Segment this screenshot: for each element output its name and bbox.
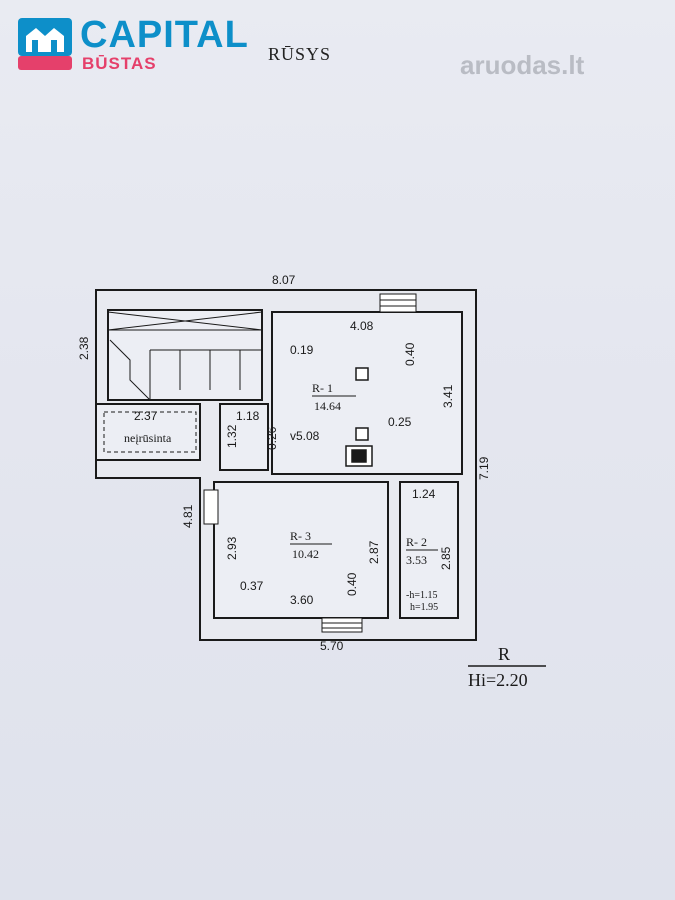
unfinished-label: neįrūsinta bbox=[124, 431, 172, 445]
room-unfinished bbox=[95, 403, 201, 461]
dim-r1-offset: 0.25 bbox=[388, 415, 412, 429]
dim-r1-height: 3.41 bbox=[441, 384, 455, 408]
vent-1 bbox=[355, 367, 369, 381]
dim-r3-height: 2.93 bbox=[225, 536, 239, 560]
legend-height: Hi=2.20 bbox=[468, 670, 528, 690]
dim-left-height: 2.38 bbox=[77, 336, 91, 360]
dim-top-width: 8.07 bbox=[272, 273, 296, 287]
window-bottom bbox=[321, 617, 363, 633]
dim-r2-width: 1.24 bbox=[412, 487, 436, 501]
house-logo-icon bbox=[18, 18, 72, 70]
dim-small-height: 1.32 bbox=[225, 424, 239, 448]
dim-r3-width: 3.60 bbox=[290, 593, 314, 607]
r2-h1: -h=1.15 bbox=[406, 590, 437, 601]
window-left bbox=[203, 489, 219, 525]
capital-logo: CAPITAL BŪSTAS bbox=[18, 14, 258, 76]
dim-small-width: 1.18 bbox=[236, 409, 260, 423]
r2-h2: h=1.95 bbox=[410, 602, 438, 613]
r2-name: R- 2 bbox=[406, 535, 427, 549]
dim-r1-width: 4.08 bbox=[350, 319, 374, 333]
stairs bbox=[107, 311, 263, 401]
r3-name: R- 3 bbox=[290, 529, 311, 543]
dim-bottom-width: 5.70 bbox=[320, 639, 344, 653]
dim-small-depth: 0.26 bbox=[265, 426, 279, 450]
r1-area: 14.64 bbox=[314, 399, 341, 413]
r2-area: 3.53 bbox=[406, 553, 427, 567]
unfinished-outline bbox=[103, 411, 197, 453]
logo-subtitle: BŪSTAS bbox=[82, 54, 157, 73]
room-small bbox=[219, 403, 269, 471]
logo-name: CAPITAL bbox=[80, 14, 249, 56]
dim-r2-height: 2.85 bbox=[439, 546, 453, 570]
dim-right-height: 7.19 bbox=[477, 456, 491, 480]
dim-r3-gap: 0.37 bbox=[240, 579, 264, 593]
legend-label: R bbox=[498, 644, 510, 664]
dim-stair-gap: 0.19 bbox=[290, 343, 314, 357]
r1-vent: v5.08 bbox=[290, 429, 320, 443]
vent-2 bbox=[355, 427, 369, 441]
dim-r3-door-gap: 0.40 bbox=[345, 572, 359, 596]
r3-area: 10.42 bbox=[292, 547, 319, 561]
plan-title: RŪSYS bbox=[268, 44, 332, 64]
r1-name: R- 1 bbox=[312, 381, 333, 395]
room-r3 bbox=[213, 481, 389, 619]
dim-r3-left-height: 4.81 bbox=[181, 504, 195, 528]
window-top bbox=[379, 293, 417, 313]
watermark: aruodas.lt bbox=[460, 50, 585, 80]
room-stair bbox=[107, 309, 263, 401]
dim-r1-gap: 0.40 bbox=[403, 342, 417, 366]
dim-storage-width: 2.37 bbox=[134, 409, 158, 423]
dim-r3-right-height: 2.87 bbox=[367, 540, 381, 564]
